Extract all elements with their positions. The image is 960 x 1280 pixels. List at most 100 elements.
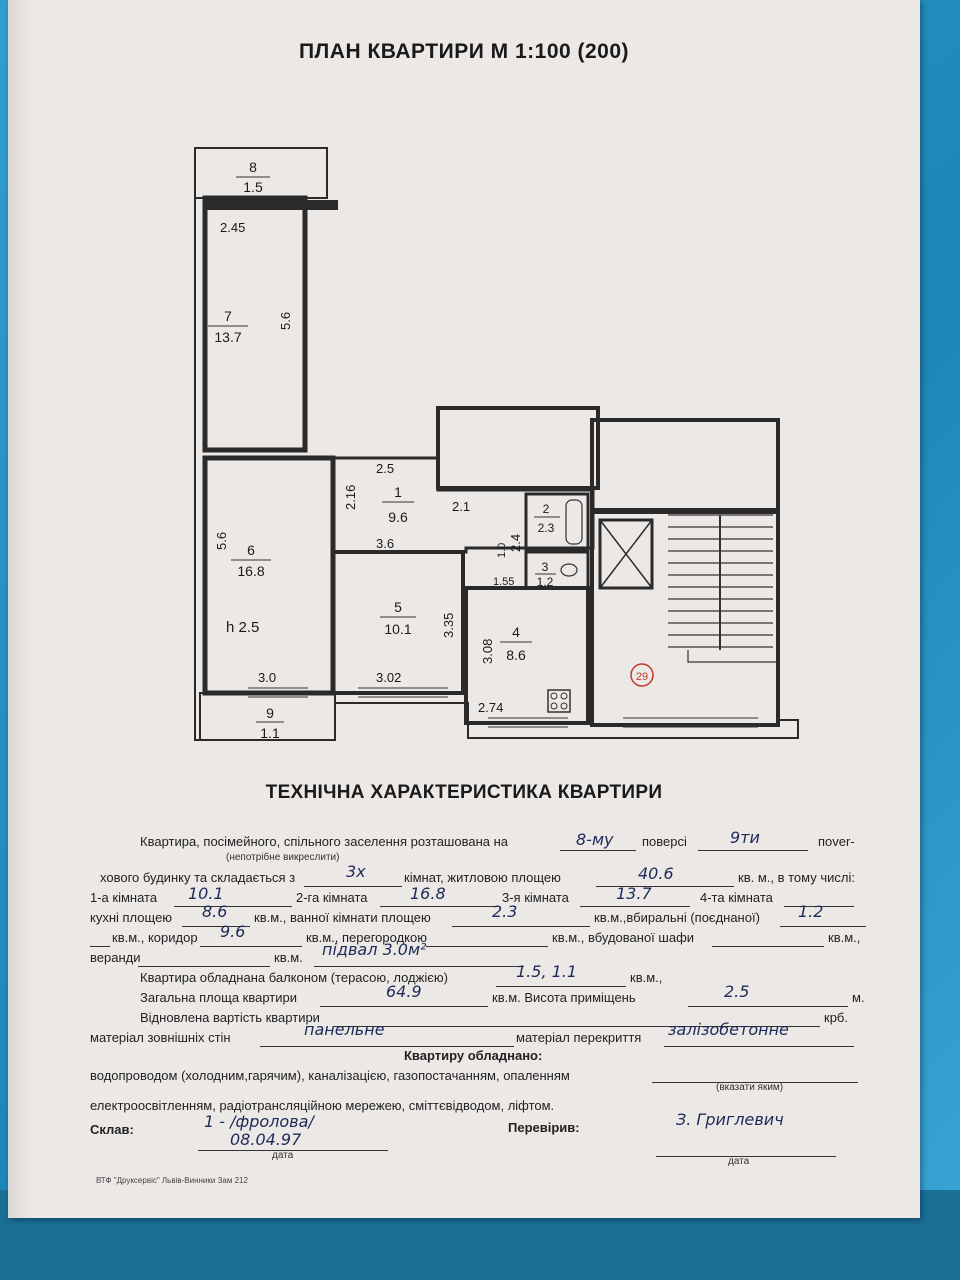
compiled-by: 1 - /фролова/ xyxy=(204,1112,314,1131)
tech-title: ТЕХНІЧНА ХАРАКТЕРИСТИКА КВАРТИРИ xyxy=(265,782,663,803)
rooms-count: 3х xyxy=(346,862,366,881)
form-part-label: кв.м., перегородкою xyxy=(306,930,427,945)
dim-3-0: 3.0 xyxy=(258,670,276,685)
wall-material: панельне xyxy=(304,1020,385,1039)
room-7-area: 13.7 xyxy=(214,329,241,345)
form-balcony-kvm: кв.м., xyxy=(630,970,663,985)
form-l1c: пover- xyxy=(818,834,855,849)
equipment-sub: (вказати яким) xyxy=(716,1082,784,1093)
dim-2-1: 2.1 xyxy=(452,499,470,514)
form-l1a: Квартира, посімейного, спільного заселен… xyxy=(140,834,509,849)
room-9-number: 9 xyxy=(266,705,274,721)
balcony-area: 1.5, 1.1 xyxy=(516,962,578,981)
form-ceil-label: матеріал перекриття xyxy=(516,1030,642,1045)
neighbor-room-outline xyxy=(590,418,780,514)
form-height-m: м. xyxy=(852,990,865,1005)
form-kvm-end: кв.м., xyxy=(828,930,861,945)
form-veranda-label: веранди xyxy=(90,950,141,965)
dim-1-0: 1.0 xyxy=(496,543,508,558)
form-kitchen-label: кухні площею xyxy=(90,910,173,925)
form-bath-label: кв.м., ванної кімнати площею xyxy=(254,910,431,925)
room1-area: 10.1 xyxy=(188,884,224,903)
paper-edge xyxy=(8,0,30,1218)
kitchen-area: 8.6 xyxy=(202,902,228,921)
plan-title: ПЛАН КВАРТИРИ М 1:100 (200) xyxy=(298,40,630,63)
room-7-number: 7 xyxy=(224,308,232,324)
room-2-number: 2 xyxy=(543,502,550,516)
form-wall-label: матеріал зовнішніх стін xyxy=(90,1030,231,1045)
stair-number-circle xyxy=(630,663,654,687)
room-6-outline xyxy=(202,455,336,696)
room-4-number: 4 xyxy=(512,624,520,640)
equipment-line1: водопроводом (холодним,гарячим), каналіз… xyxy=(90,1068,570,1083)
form-r3-label: 3-я кімната xyxy=(502,890,569,905)
compiled-label: Склав: xyxy=(90,1122,134,1137)
stair-number: 29 xyxy=(636,671,648,683)
total-area: 64.9 xyxy=(386,982,422,1001)
dim-3-08: 3.08 xyxy=(480,639,495,664)
dim-3-35: 3.35 xyxy=(441,613,456,638)
form-l1b: поверсі xyxy=(642,834,687,849)
wc-area: 1.2 xyxy=(798,902,824,921)
elevator-shaft xyxy=(598,518,654,590)
basement-note: підвал 3.0м² xyxy=(322,940,427,959)
form-r1-label: 1-а кімната xyxy=(90,890,158,905)
room-8-area: 1.5 xyxy=(243,179,263,195)
room2-area: 16.8 xyxy=(410,884,446,903)
ceiling-height: h 2.5 xyxy=(226,619,259,636)
corridor-area: 9.6 xyxy=(220,922,246,941)
living-area: 40.6 xyxy=(638,864,674,883)
dim-2-45: 2.45 xyxy=(220,220,245,235)
dim-3-02: 3.02 xyxy=(376,670,401,685)
dim-2-4: 2.4 xyxy=(508,534,523,552)
room-9-area: 1.1 xyxy=(260,725,280,741)
form-wc-label: кв.м.,вбиральні (поєднаної) xyxy=(594,910,760,925)
form-l2b: кімнат, житловою площею xyxy=(404,870,561,885)
stair-core-outline xyxy=(590,508,780,727)
form-l2a: хового будинку та складається з xyxy=(100,870,296,885)
upper-room-outline xyxy=(436,406,600,490)
compiled-date: 08.04.97 xyxy=(230,1130,302,1149)
form-total-label: Загальна площа квартири xyxy=(140,990,298,1005)
dim-2-16: 2.16 xyxy=(343,485,358,510)
checked-by: З. Григлевич xyxy=(676,1110,784,1129)
compiled-date-label: дата xyxy=(272,1150,294,1161)
form-cost-label: Відновлена вартість квартири xyxy=(140,1010,320,1025)
dim-2-74: 2.74 xyxy=(478,700,503,715)
dim-5-6-room6: 5.6 xyxy=(214,532,229,550)
dim-5-6-room7: 5.6 xyxy=(278,312,293,330)
equipment-title: Квартиру обладнано: xyxy=(404,1048,543,1063)
room-5-number: 5 xyxy=(394,599,402,615)
room-5-outline xyxy=(331,550,465,695)
checked-label: Перевірив: xyxy=(508,1120,580,1135)
room-3-area: 1.2 xyxy=(537,575,554,589)
form-l1sub: (непотрібне викреслити) xyxy=(226,852,340,863)
toilet-icon xyxy=(560,563,578,577)
room-1-area: 9.6 xyxy=(388,509,408,525)
form-ward-label: кв.м., вбудованої шафи xyxy=(552,930,695,945)
form-r2-label: 2-га кімната xyxy=(296,890,368,905)
printer-footer: ВТФ "Друксервіс" Львів-Винники Зам 212 xyxy=(96,1176,248,1185)
form-r4-label: 4-та кімната xyxy=(700,890,773,905)
stair-treads xyxy=(668,514,778,663)
room-7-outline xyxy=(202,195,308,453)
dim-1-55: 1.55 xyxy=(493,576,514,588)
floor-value: 8-му xyxy=(576,830,614,849)
form-corr-label: кв.м., коридор xyxy=(112,930,198,945)
checked-date-label: дата xyxy=(728,1156,750,1167)
equipment-line2: електроосвітленням, радіотрансляційною м… xyxy=(90,1098,555,1113)
floors-value: 9ти xyxy=(730,828,760,847)
bath-area: 2.3 xyxy=(492,902,518,921)
ceiling-height-value: 2.5 xyxy=(724,982,750,1001)
form-height-label: кв.м. Висота приміщень xyxy=(492,990,636,1005)
floor-plan: 8 1.5 7 13.7 6 16.8 1 9.6 2 2.3 3 1.2 5 … xyxy=(194,147,799,741)
room-4-area: 8.6 xyxy=(506,647,526,663)
form-l2c: кв. м., в тому числі: xyxy=(738,870,855,885)
room-5-area: 10.1 xyxy=(384,621,411,637)
room-6-number: 6 xyxy=(247,542,255,558)
dim-3-6: 3.6 xyxy=(376,536,394,551)
ceiling-material: залізобетонне xyxy=(668,1020,789,1039)
room-1-number: 1 xyxy=(394,484,402,500)
room-8-number: 8 xyxy=(249,159,257,175)
dim-2-5: 2.5 xyxy=(376,461,394,476)
